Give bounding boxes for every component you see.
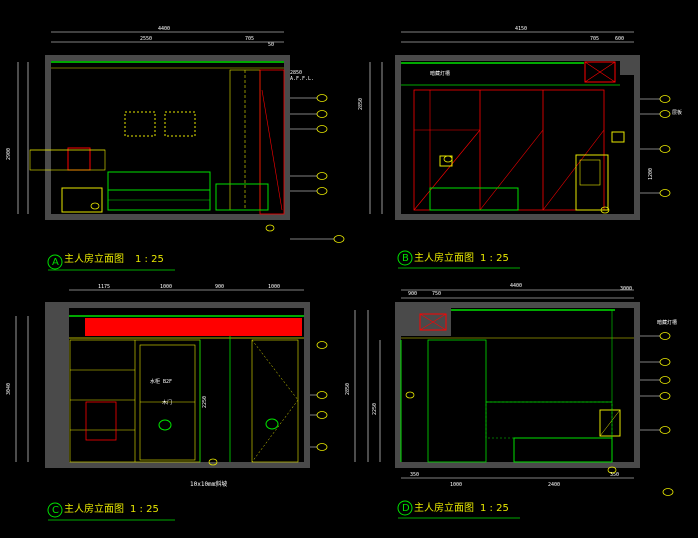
elevation-a: 4400 2550 705 50 2900 2850 A.F.F.L. — [6, 26, 345, 271]
left-wall-b — [395, 55, 401, 220]
left-wall-d — [395, 302, 401, 468]
ceiling-wall-a — [45, 55, 290, 61]
wall-art-frame-1 — [124, 111, 156, 137]
elevation-d-scale: 1 : 25 — [480, 503, 509, 514]
door-c — [251, 339, 299, 463]
dim-c-height: 3040 — [6, 383, 12, 395]
elevation-b: 4150 705 600 2850 1200 暗藏灯槽 层板 B 主人房立面图 … — [358, 26, 682, 269]
elevation-a-scale: 1 : 25 — [135, 254, 164, 265]
elevation-a-marker — [47, 254, 63, 270]
dim-c-height-2: 2250 — [202, 396, 208, 408]
note-c-3: 10x10mm斜坡 — [190, 480, 227, 488]
elevation-c-title: 主人房立面图 — [64, 502, 124, 515]
dim-b-height: 2850 — [358, 98, 364, 110]
note-b-2: 层板 — [672, 109, 682, 116]
elevation-d-id: D — [402, 503, 410, 514]
right-wall-c — [304, 302, 310, 468]
note-b-1: 暗藏灯槽 — [430, 70, 450, 77]
floor-c — [45, 462, 310, 468]
dim-d-bot-1: 350 — [410, 472, 419, 478]
dim-a-height: 2900 — [6, 148, 12, 160]
wardrobe-edge-a — [259, 69, 285, 215]
right-wall-d — [634, 302, 640, 468]
dim-c-1: 1175 — [98, 284, 110, 290]
bed-b — [429, 187, 519, 211]
dim-d-total: 4400 — [510, 283, 522, 289]
dim-b-total: 4150 — [515, 26, 527, 32]
note-d-1: 暗藏灯槽 — [657, 319, 677, 326]
right-wall-a — [284, 55, 290, 220]
dim-b-height-2: 1200 — [648, 168, 654, 180]
floor-d — [395, 462, 640, 468]
dim-a-total: 4400 — [158, 26, 170, 32]
dim-c-4: 1000 — [268, 284, 280, 290]
wardrobe-d — [427, 339, 487, 463]
dim-b-2: 600 — [615, 36, 624, 42]
note-a-1: 2850 — [290, 70, 302, 76]
elevation-b-marker — [397, 250, 413, 266]
elevation-d: 4400 900 750 3000 2850 2250 350 1000 240… — [345, 283, 677, 519]
elevation-a-title: 主人房立面图 — [64, 252, 124, 265]
ceiling-wall-d — [395, 302, 640, 308]
elevation-c-id: C — [52, 505, 59, 516]
left-wall-a — [45, 55, 51, 220]
tv-panel-c — [85, 401, 117, 441]
wall-art-frame-2 — [164, 111, 196, 137]
elevation-d-title: 主人房立面图 — [414, 501, 474, 514]
ac-unit-b — [584, 61, 616, 83]
nightstand-a — [61, 187, 103, 213]
dim-c-2: 1000 — [160, 284, 172, 290]
dim-a-1: 2550 — [140, 36, 152, 42]
right-wall-b — [634, 55, 640, 220]
floor-b — [395, 214, 640, 220]
ceiling-wall-b — [395, 55, 640, 61]
lamp-d — [599, 409, 621, 437]
elevation-a-id: A — [52, 257, 59, 268]
dim-d-bot-4: 350 — [610, 472, 619, 478]
dim-a-3: 50 — [268, 42, 274, 48]
dim-a-2: 705 — [245, 36, 254, 42]
note-a-2: A.F.F.L. — [290, 76, 314, 82]
dim-d-2: 750 — [432, 291, 441, 297]
dim-d-3: 3000 — [620, 286, 632, 292]
elevation-d-marker — [397, 500, 413, 516]
elevation-c-marker — [47, 502, 63, 518]
note-c-2: 木门 — [162, 399, 172, 406]
note-c-1: 水柜 B2F — [150, 378, 172, 385]
elevation-b-id: B — [402, 253, 409, 264]
dim-d-height: 2850 — [345, 383, 351, 395]
dim-b-1: 705 — [590, 36, 599, 42]
dim-c-3: 900 — [215, 284, 224, 290]
floor-a — [45, 214, 290, 220]
left-wall-c — [45, 302, 69, 468]
elevation-b-scale: 1 : 25 — [480, 253, 509, 264]
elevation-c: 水柜 B2F 木门 10x10mm斜坡 1175 1000 900 1000 3… — [6, 284, 328, 521]
cabinet-b — [575, 154, 609, 211]
dim-d-bot-3: 2400 — [548, 482, 560, 488]
bench-a — [215, 183, 269, 211]
header-beam-c — [85, 318, 302, 336]
dim-d-bot-2: 1000 — [450, 482, 462, 488]
callout-c-1 — [158, 419, 172, 431]
dim-d-height-2: 2250 — [372, 403, 378, 415]
callout-c-2 — [265, 418, 279, 430]
elevation-c-scale: 1 : 25 — [130, 504, 159, 515]
dim-d-1: 900 — [408, 291, 417, 297]
ac-unit-d — [419, 313, 447, 331]
elevation-b-title: 主人房立面图 — [414, 251, 474, 264]
ceiling-wall-c — [45, 302, 310, 308]
